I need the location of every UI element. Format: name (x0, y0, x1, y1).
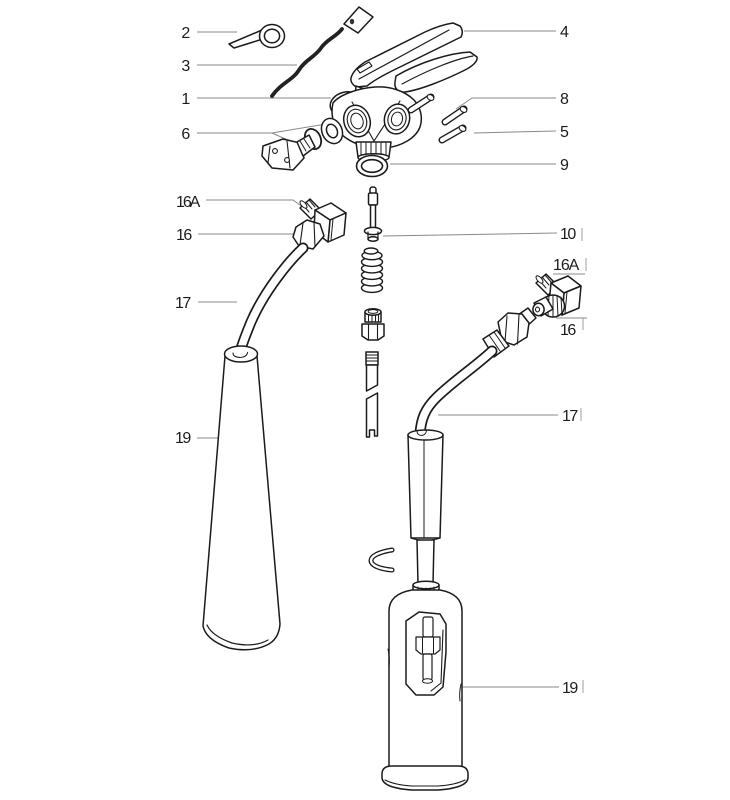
callout-label-16-right: 16 (560, 322, 576, 339)
callout-label-8: 8 (560, 91, 569, 108)
part-8-pins (407, 93, 468, 126)
callout-label-16a-right: 16A (553, 257, 580, 274)
horn-window (405, 611, 447, 696)
part-19-right-horn (381, 589, 469, 791)
callout-label-19-right: 19 (562, 680, 578, 697)
leader-8 (455, 97, 556, 110)
part-17-left-hose (234, 242, 309, 359)
part-19-left-cone (202, 345, 281, 651)
part-16a-right-elbow (532, 273, 582, 318)
valve-spring (360, 247, 384, 294)
callout-label-1: 1 (181, 91, 190, 108)
leader-lines (197, 30, 587, 688)
part-16-right-tip (532, 296, 554, 317)
right-hose-fitting (482, 307, 537, 358)
leader-10 (382, 232, 558, 237)
part-10-valve-stem (363, 186, 383, 242)
part-2-pull-pin (228, 23, 286, 49)
callout-label-17-left: 17 (175, 295, 191, 312)
callout-label-9: 9 (560, 157, 569, 174)
callout-label-3: 3 (181, 58, 190, 75)
hose-lower-tube (416, 539, 435, 585)
callout-label-5: 5 (560, 124, 569, 141)
hose-sleeve (407, 429, 444, 542)
callout-label-17-right: 17 (562, 408, 578, 425)
leader-16a-left (206, 199, 312, 214)
callout-label-19-left: 19 (175, 430, 191, 447)
packing-nut (361, 308, 385, 341)
part-1-valve-body (329, 86, 423, 163)
u-clip (368, 547, 395, 573)
callout-label-6: 6 (181, 126, 190, 143)
callout-label-4: 4 (560, 24, 569, 41)
part-17-right-hose (407, 345, 498, 603)
callout-label-16-left: 16 (176, 227, 192, 244)
scan-edge-ticks (580, 228, 587, 693)
part-3-seal-cable (270, 6, 374, 98)
dip-tube (365, 351, 379, 438)
part-5-pin (438, 124, 467, 144)
callout-label-16a-left: 16A (176, 194, 201, 211)
leader-5 (473, 130, 557, 134)
part-6-plug-and-washers (261, 117, 344, 171)
valve-port-right (383, 103, 411, 135)
valve-port-left (342, 104, 372, 138)
hex-plug (261, 134, 316, 171)
callout-label-10: 10 (560, 226, 576, 243)
part-16-left-nut (292, 219, 325, 250)
callout-labels: 2 3 1 6 16A 16 17 19 4 8 5 9 10 16A 16 1… (175, 24, 580, 697)
callout-label-2: 2 (181, 25, 190, 42)
part-9-o-ring (355, 154, 389, 178)
